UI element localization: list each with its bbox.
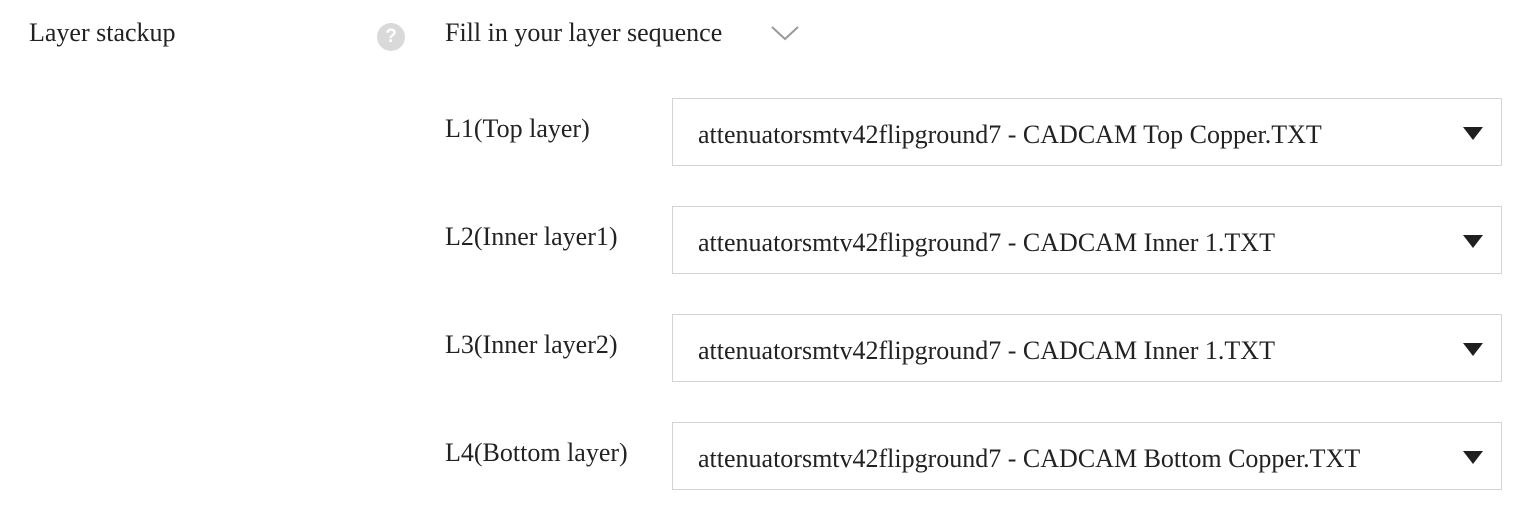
layer-select-value-l4: attenuatorsmtv42flipground7 - CADCAM Bot… <box>698 444 1361 473</box>
layer-stackup-label: Layer stackup <box>29 18 176 47</box>
caret-down-icon <box>1463 235 1483 248</box>
layer-select-value-l2: attenuatorsmtv42flipground7 - CADCAM Inn… <box>698 228 1275 257</box>
layer-row-l1: L1(Top layer) attenuatorsmtv42flipground… <box>445 98 1502 166</box>
layer-select-l1[interactable]: attenuatorsmtv42flipground7 - CADCAM Top… <box>672 98 1502 166</box>
caret-down-icon <box>1463 343 1483 356</box>
layer-label-l1: L1(Top layer) <box>445 114 590 143</box>
layer-label-l3: L3(Inner layer2) <box>445 330 618 359</box>
layer-select-l4[interactable]: attenuatorsmtv42flipground7 - CADCAM Bot… <box>672 422 1502 490</box>
layer-label-l4: L4(Bottom layer) <box>445 438 628 467</box>
layer-select-l2[interactable]: attenuatorsmtv42flipground7 - CADCAM Inn… <box>672 206 1502 274</box>
layer-row-l4: L4(Bottom layer) attenuatorsmtv42flipgro… <box>445 422 1502 490</box>
chevron-down-icon <box>771 26 799 41</box>
layer-select-value-l1: attenuatorsmtv42flipground7 - CADCAM Top… <box>698 120 1322 149</box>
layer-sequence-label: Fill in your layer sequence <box>445 18 723 47</box>
layer-label-l2: L2(Inner layer1) <box>445 222 618 251</box>
caret-down-icon <box>1463 127 1483 140</box>
layer-select-l3[interactable]: attenuatorsmtv42flipground7 - CADCAM Inn… <box>672 314 1502 382</box>
layer-row-l2: L2(Inner layer1) attenuatorsmtv42flipgro… <box>445 206 1502 274</box>
caret-down-icon <box>1463 451 1483 464</box>
layer-sequence-toggle[interactable]: Fill in your layer sequence <box>445 16 800 50</box>
question-circle-icon[interactable]: ? <box>377 23 405 51</box>
layer-row-l3: L3(Inner layer2) attenuatorsmtv42flipgro… <box>445 314 1502 382</box>
layer-select-value-l3: attenuatorsmtv42flipground7 - CADCAM Inn… <box>698 336 1275 365</box>
